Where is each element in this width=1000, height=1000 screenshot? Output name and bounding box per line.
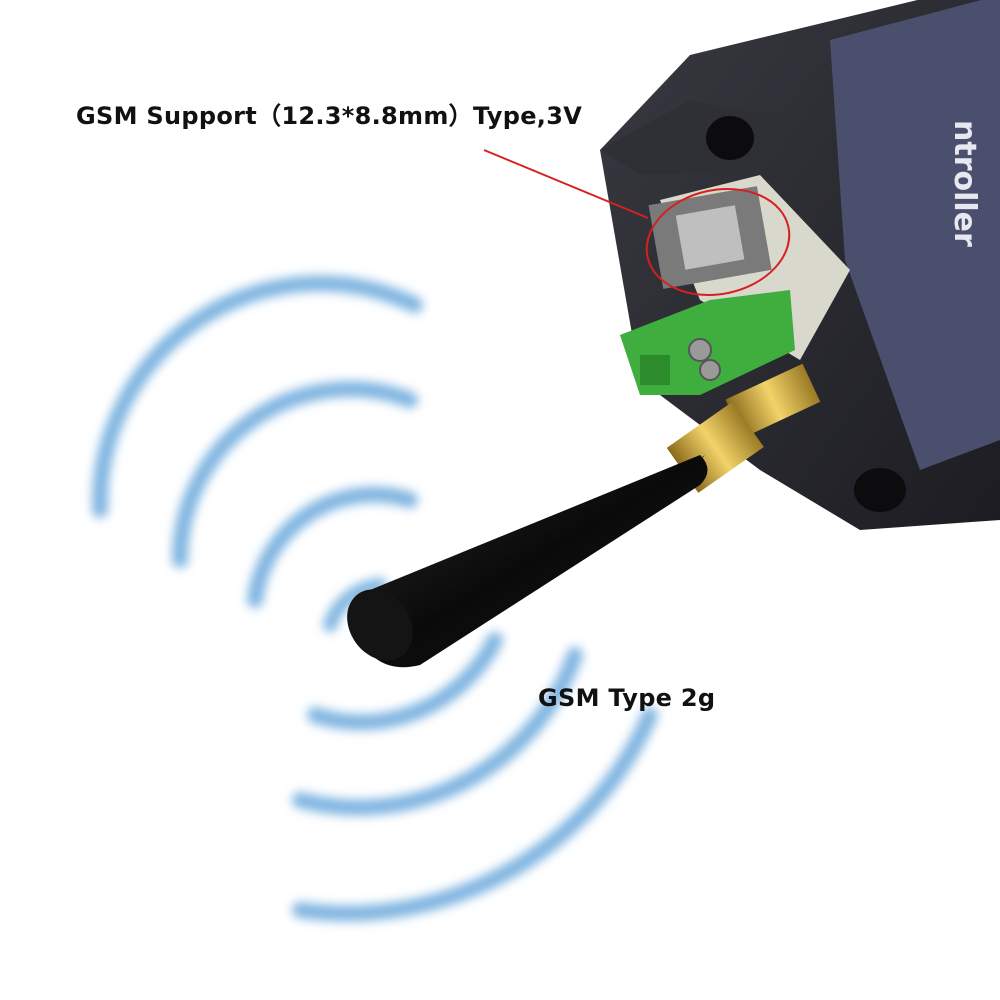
- callout-text-gsm: GSM Type 2g: [538, 684, 716, 712]
- controller-device: ntroller: [600, 0, 1000, 530]
- callout-text-sim: GSM Support（12.3*8.8mm）Type,3V: [76, 102, 583, 130]
- device-label: ntroller: [947, 120, 982, 247]
- signal-waves-icon: [91, 275, 658, 922]
- callout-marker: [483, 149, 791, 297]
- antenna-icon: [347, 455, 708, 668]
